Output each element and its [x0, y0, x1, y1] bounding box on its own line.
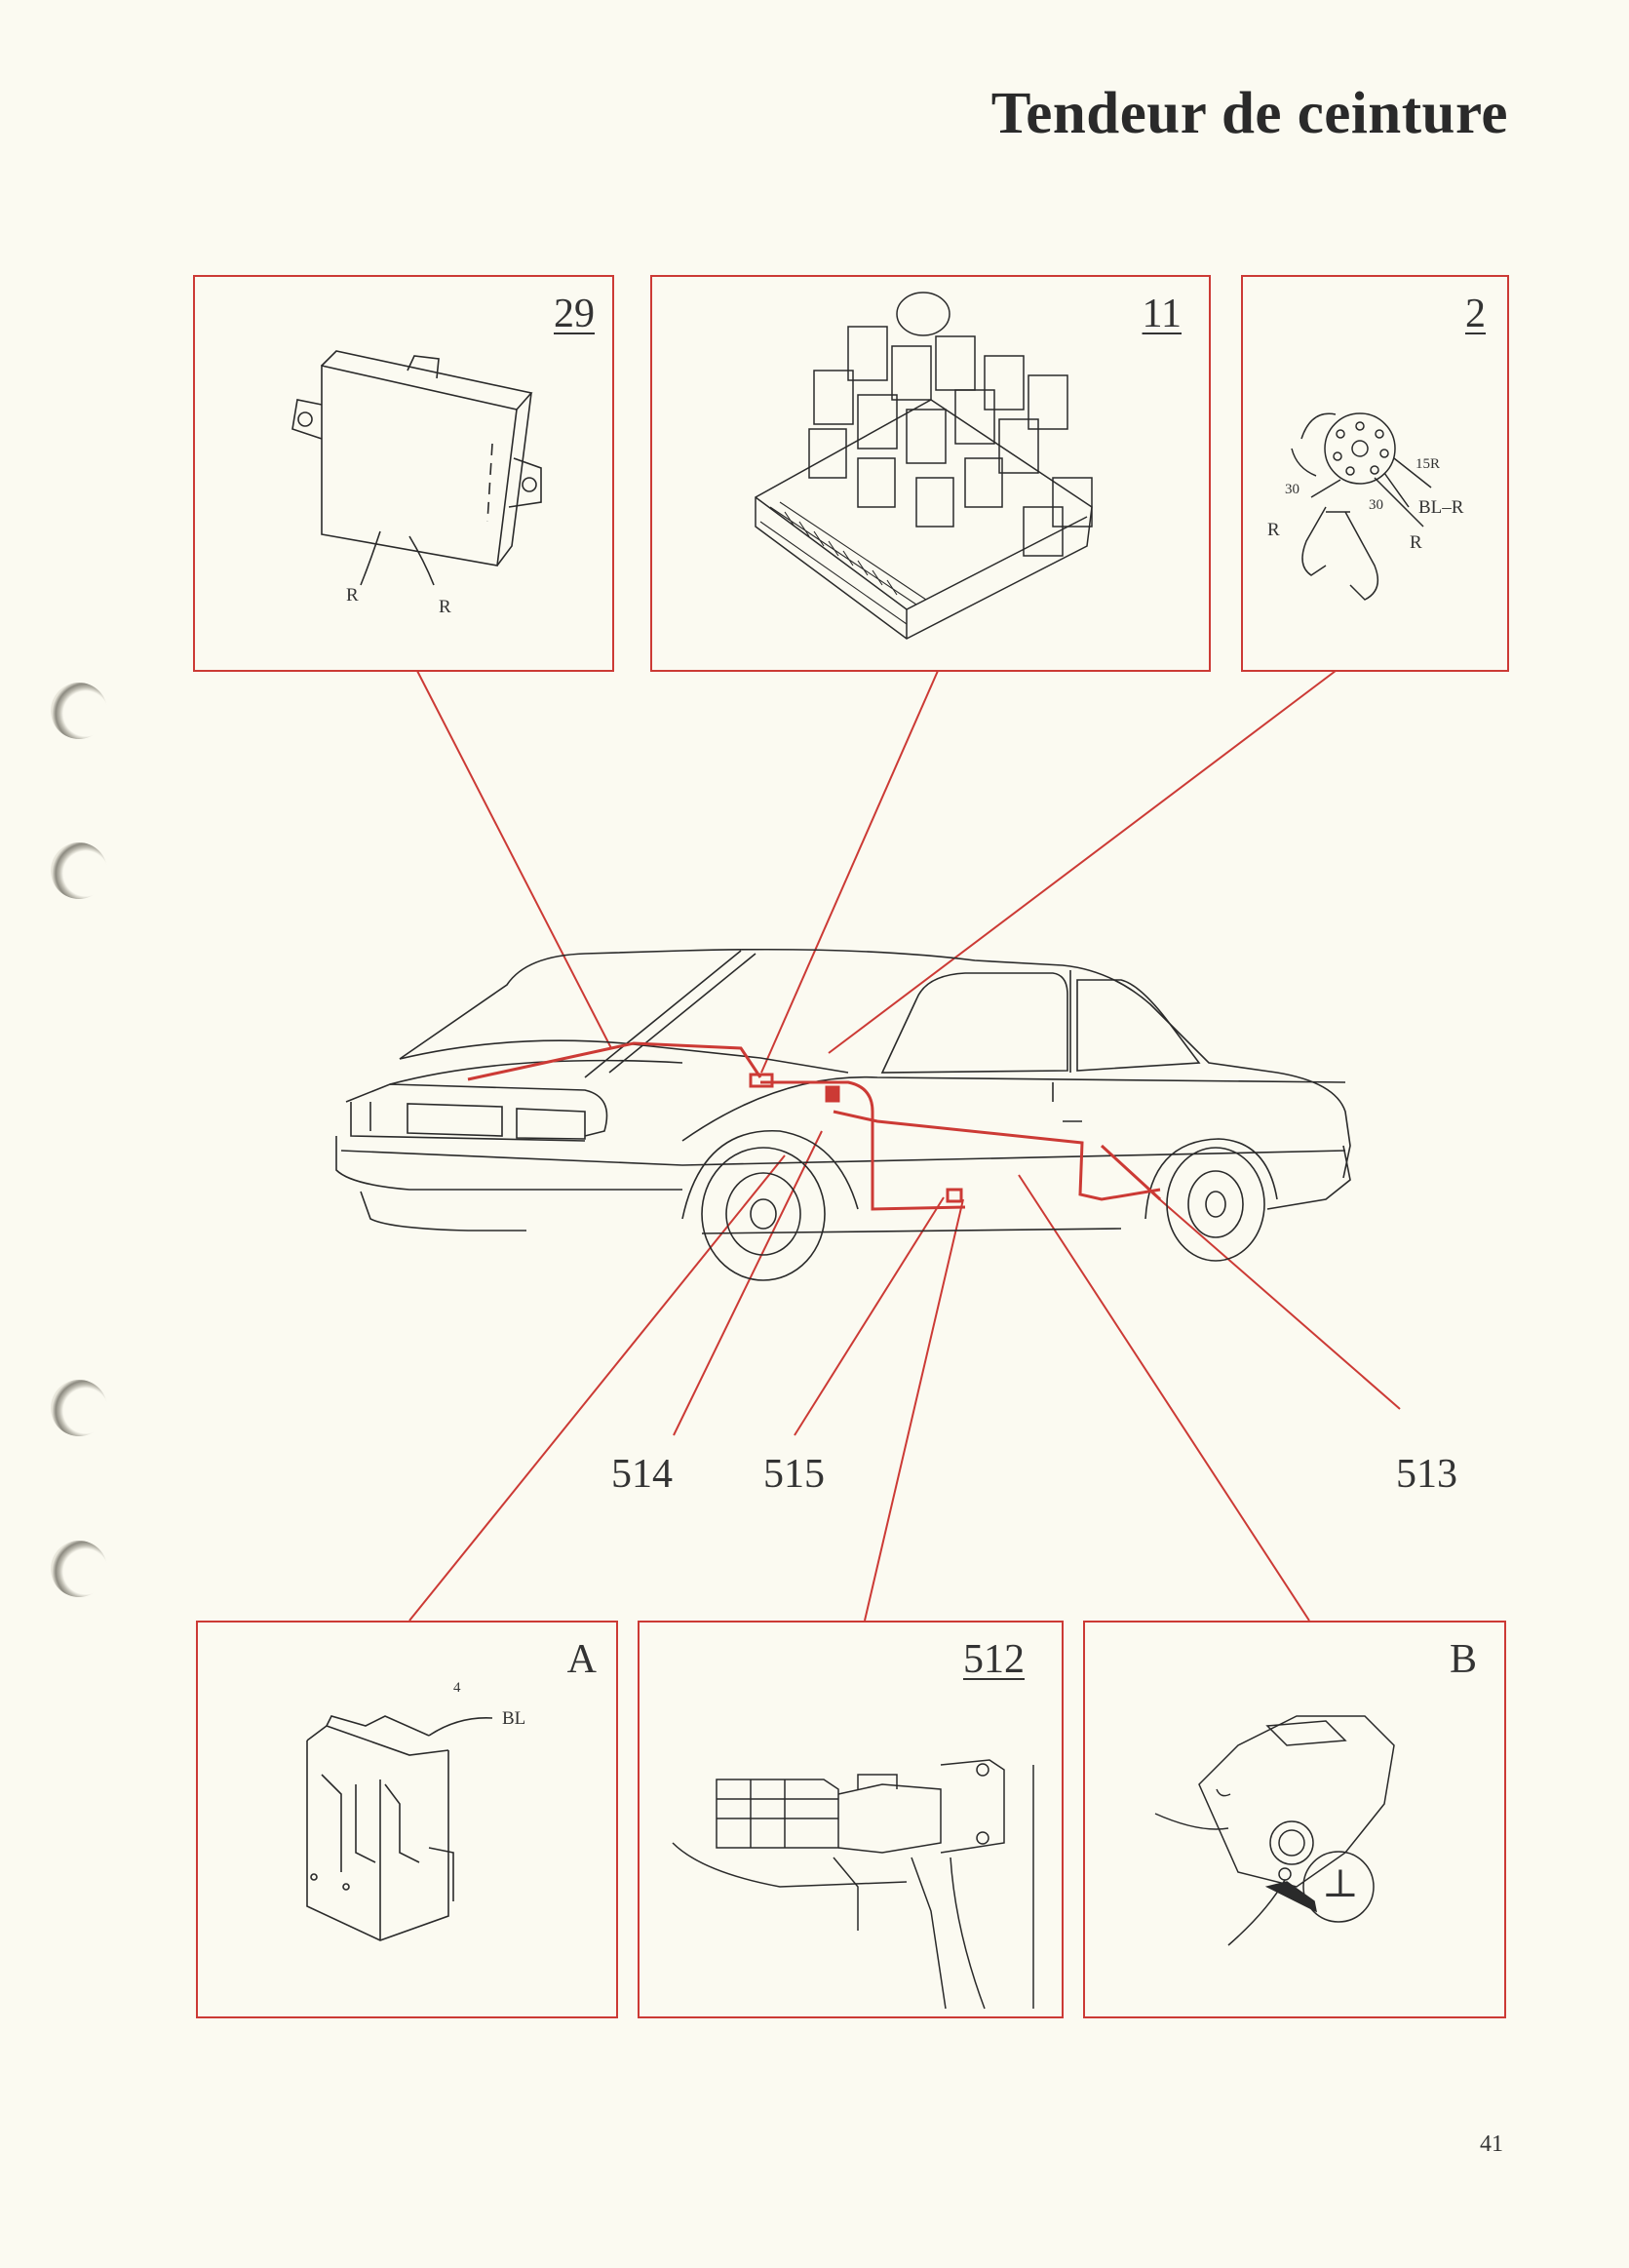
- pin-label: 4: [453, 1680, 461, 1696]
- leader-2: [828, 670, 1337, 1054]
- leader-514: [673, 1130, 823, 1436]
- pin-label: 30: [1369, 497, 1383, 513]
- relay-box-icon: [755, 292, 1093, 640]
- wire-label: BL–R: [1418, 497, 1464, 518]
- detail-box-29: 29: [193, 275, 614, 672]
- box-number: A: [566, 1637, 597, 1682]
- leader-lines: [408, 670, 1401, 1622]
- page-number: 41: [1480, 2131, 1503, 2157]
- wire-label: R: [346, 585, 359, 606]
- box-number: 29: [554, 292, 595, 336]
- component-bracket-icon: [672, 1759, 1034, 2010]
- callout-515: 515: [763, 1452, 825, 1497]
- harness-route: [467, 1041, 1162, 1211]
- leader-11: [760, 670, 939, 1074]
- box-number: 512: [963, 1637, 1025, 1682]
- detail-box-b: B: [1083, 1621, 1506, 2018]
- leader-29: [416, 670, 612, 1049]
- page-title: Tendeur de ceinture: [990, 81, 1508, 146]
- callout-514: 514: [611, 1452, 673, 1497]
- box-number: 11: [1142, 292, 1182, 336]
- ignition-switch-icon: [1291, 412, 1432, 601]
- leader-515: [794, 1196, 945, 1436]
- connector-icon: [306, 1715, 493, 1941]
- box-number: 2: [1465, 292, 1486, 336]
- leader-b: [1018, 1174, 1310, 1622]
- binder-hole-1: [51, 683, 107, 739]
- pin-label: 30: [1285, 482, 1299, 497]
- pin-label: 15R: [1416, 456, 1441, 472]
- control-unit-icon: [291, 350, 542, 586]
- wire-label: R: [439, 597, 451, 617]
- detail-box-a: A: [196, 1621, 618, 2018]
- leader-513: [1147, 1189, 1401, 1410]
- detail-box-2: 2: [1241, 275, 1509, 672]
- wire-label: R: [1267, 520, 1280, 540]
- ground-symbol: ⊥: [1322, 1861, 1359, 1905]
- binder-hole-3: [51, 1380, 107, 1436]
- box-number: B: [1449, 1637, 1477, 1682]
- wire-label: R: [1410, 532, 1422, 553]
- leader-a: [408, 1154, 786, 1622]
- binder-hole-4: [51, 1541, 107, 1597]
- wire-label: BL: [502, 1708, 526, 1729]
- ground-point-icon: [1154, 1715, 1395, 1946]
- detail-box-11: 11: [650, 275, 1211, 672]
- callout-513: 513: [1396, 1452, 1457, 1497]
- binder-hole-2: [51, 842, 107, 899]
- leader-512: [864, 1198, 964, 1622]
- detail-box-512: 512: [638, 1621, 1064, 2018]
- car-icon: [335, 948, 1351, 1281]
